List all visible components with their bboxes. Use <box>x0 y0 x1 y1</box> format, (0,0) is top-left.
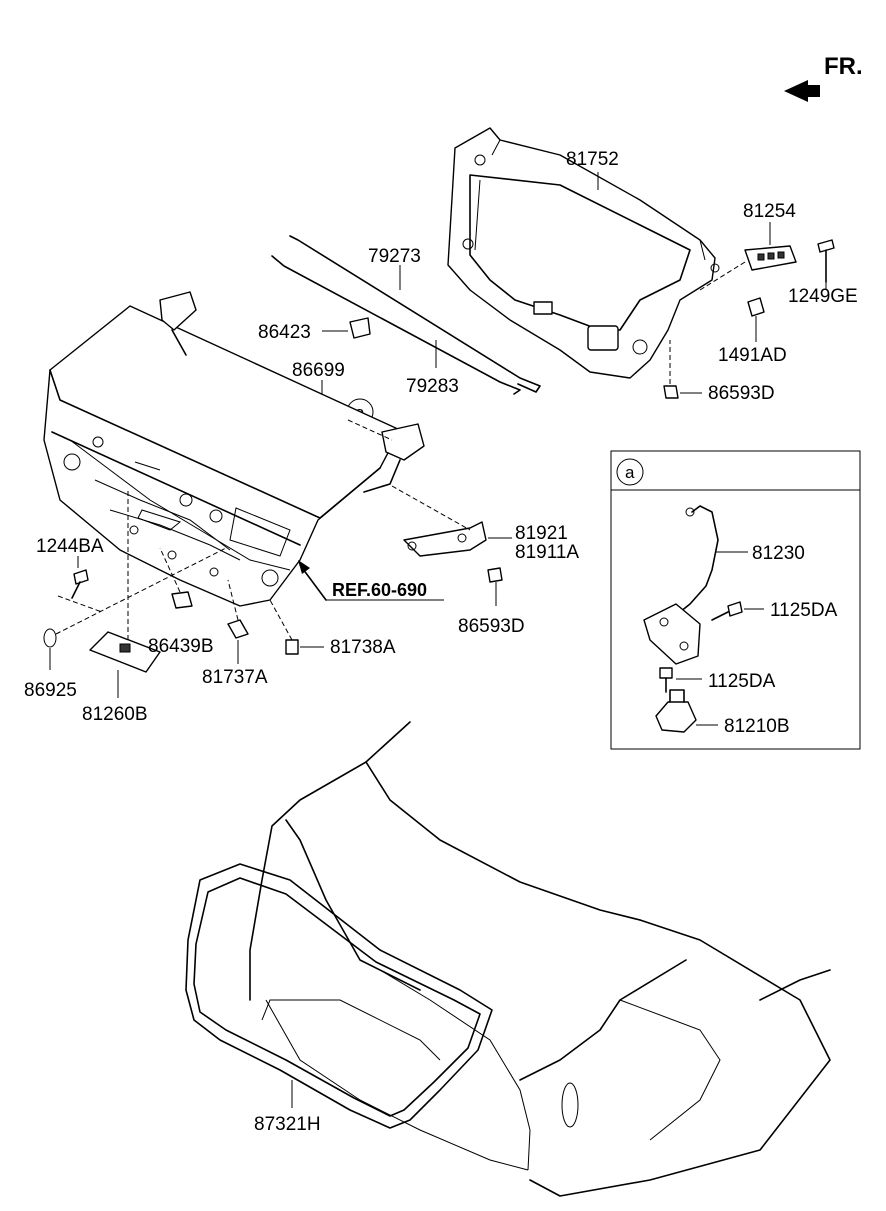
part-label-81737a: 81737A <box>202 667 268 688</box>
part-label-1125da-upper: 1125DA <box>770 600 838 621</box>
front-direction-label: FR. <box>824 53 863 80</box>
part-label-86699: 86699 <box>292 360 345 381</box>
trunk-lid <box>43 305 401 607</box>
lid-bracket <box>403 521 487 557</box>
clip-86593d-mid <box>487 567 503 583</box>
dashed-lines-switch <box>699 261 746 291</box>
part-label-81254: 81254 <box>743 201 796 222</box>
part-label-86593d-top: 86593D <box>708 383 775 404</box>
part-label-86593d-mid: 86593D <box>458 616 525 637</box>
screw-1249ge <box>817 239 835 283</box>
part-label-81921: 81921 <box>515 523 568 544</box>
clip-86593d-top <box>663 340 679 399</box>
trunk-latch <box>643 603 701 665</box>
part-label-79283: 79283 <box>406 376 459 397</box>
car-body-rear <box>249 721 831 1197</box>
release-cable-81230 <box>679 505 719 613</box>
part-label-81260b: 81260B <box>82 704 148 725</box>
dashed-line-1244ba <box>57 595 103 613</box>
part-label-81738a: 81738A <box>330 637 396 658</box>
fastener-81737a <box>227 619 249 639</box>
part-label-81210b: 81210B <box>724 716 790 737</box>
grommet-86925 <box>43 628 57 648</box>
part-label-1125da-lower: 1125DA <box>708 671 776 692</box>
dashed-line-callout <box>347 419 393 441</box>
part-label-79273: 79273 <box>368 246 421 267</box>
front-direction-arrow-icon <box>784 80 820 102</box>
part-label-1491ad: 1491AD <box>718 345 787 366</box>
ref-arrow <box>298 560 444 601</box>
part-label-86439b: 86439B <box>148 636 214 657</box>
part-label-1249ge: 1249GE <box>788 286 858 307</box>
bumper-81738a <box>285 639 299 655</box>
part-label-87321h: 87321H <box>254 1114 321 1135</box>
reference-label: REF.60-690 <box>332 580 427 600</box>
trunk-open-switch <box>744 245 797 271</box>
detail-box <box>610 450 861 750</box>
clip-1491ad <box>747 297 765 317</box>
lid-hinge-left <box>159 291 197 356</box>
fastener-86423 <box>349 317 371 339</box>
screw-1244ba <box>71 569 89 599</box>
torsion-bars <box>271 235 541 395</box>
striker-81210b <box>655 689 697 733</box>
part-label-1244ba: 1244BA <box>36 536 104 557</box>
detail-box-letter: a <box>625 463 635 482</box>
lid-hinge-right <box>363 423 425 493</box>
license-lamp-81260b <box>89 631 161 673</box>
screw-1125da-lower <box>659 667 673 693</box>
dashed-line-bracket <box>391 485 471 531</box>
part-label-86423: 86423 <box>258 322 311 343</box>
screw-1125da-upper <box>711 601 743 621</box>
fastener-86439b <box>171 591 193 609</box>
part-label-81230: 81230 <box>752 543 805 564</box>
part-label-81752: 81752 <box>566 149 619 170</box>
dashed-line-81737a <box>227 579 239 621</box>
part-label-86925: 86925 <box>24 680 77 701</box>
dashed-line-86439b <box>159 547 181 593</box>
part-label-81911a: 81911A <box>515 542 579 563</box>
trunk-lid-trim-panel <box>447 127 720 379</box>
weatherstrip-87321h <box>185 863 493 1129</box>
dashed-line-81738a <box>269 599 293 641</box>
